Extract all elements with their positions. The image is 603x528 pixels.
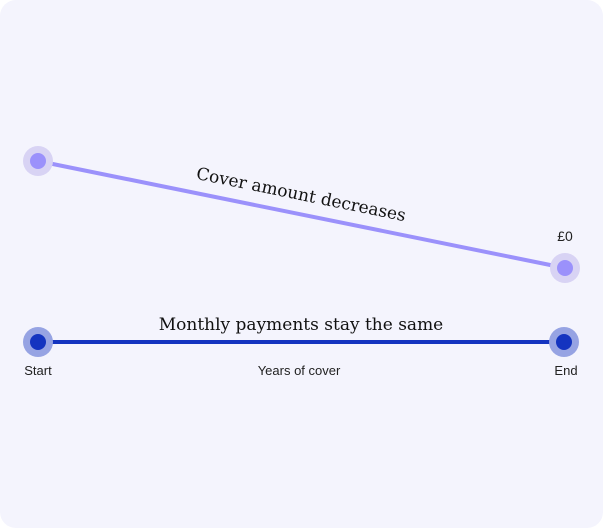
start-label: Start bbox=[24, 363, 52, 378]
cover-amount-label: Cover amount decreases bbox=[194, 164, 407, 226]
payments-end-dot bbox=[556, 334, 572, 350]
payments-start-dot bbox=[30, 334, 46, 350]
monthly-payments-label: Monthly payments stay the same bbox=[159, 315, 444, 335]
monthly-payments-line-group: Monthly payments stay the same bbox=[23, 315, 579, 357]
axis-labels: Start Years of cover End bbox=[24, 363, 577, 378]
years-of-cover-label: Years of cover bbox=[258, 363, 341, 378]
cover-amount-line-group: Cover amount decreases £0 bbox=[23, 146, 580, 283]
cover-end-dot bbox=[557, 260, 573, 276]
cover-start-dot bbox=[30, 153, 46, 169]
end-value-label: £0 bbox=[557, 228, 573, 244]
cover-amount-line bbox=[37, 159, 566, 270]
end-label: End bbox=[554, 363, 577, 378]
